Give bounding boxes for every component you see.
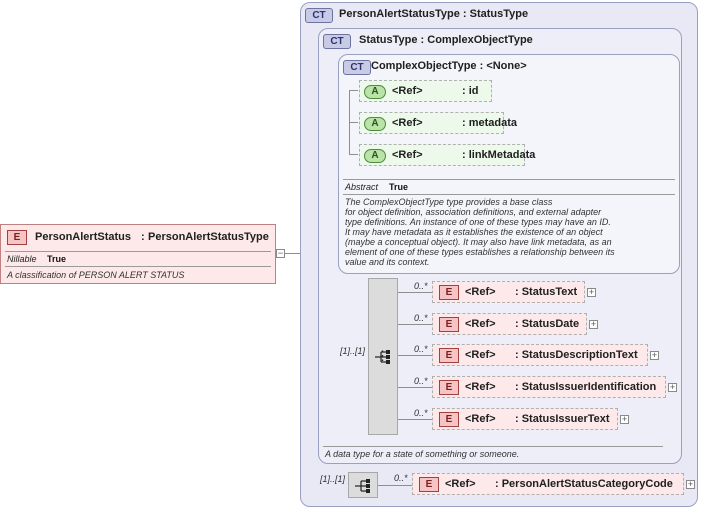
plus-icon[interactable]: + [686,479,695,489]
element-name: : PersonAlertStatusCategoryCode [495,478,673,490]
root-element-name: PersonAlertStatus [35,231,131,243]
status-sequence-compositor[interactable]: ⋮ [368,278,398,435]
attribute-ref: <Ref> [392,149,423,161]
attribute-badge: A [364,117,386,131]
element-badge: E [439,412,459,427]
root-element[interactable]: E PersonAlertStatus : PersonAlertStatusT… [0,224,276,284]
complex-object-description: The ComplexObjectType type provides a ba… [345,197,675,267]
plus-icon[interactable]: + [589,319,598,329]
collapse-root-icon[interactable]: − [276,248,285,258]
root-separator-1 [5,251,271,252]
complex-type-complex-object-type: CT ComplexObjectType : <None> A <Ref> : … [338,54,680,274]
description-line: for object definition, association defin… [345,207,602,217]
root-element-type: PersonAlertStatusType [148,231,269,243]
element-person-alert-status-category-code[interactable]: E <Ref> : PersonAlertStatusCategoryCode [412,473,684,495]
complex-type-label: ComplexObjectType : <None> [371,60,527,72]
connector-attr-id [349,90,358,91]
complex-type-badge: CT [323,34,351,49]
occurrence-label: 0..* [394,473,408,483]
element-name: : StatusIssuerIdentification [515,381,657,393]
element-ref: <Ref> [465,413,496,425]
element-ref: <Ref> [465,286,496,298]
connector-category-code [378,485,412,486]
attribute-id[interactable]: A <Ref> : id [359,80,492,102]
element-status-text[interactable]: E <Ref> : StatusText [432,281,585,303]
connector-attr-link [349,154,358,155]
nillable-value: True [47,254,67,264]
attribute-name: : linkMetadata [462,149,536,161]
element-badge: E [439,317,459,332]
element-name: : StatusDate [515,318,580,330]
connector-status-issuer-text [398,419,432,420]
connector-status-date [398,324,432,325]
occurrence-label: 0..* [414,281,428,291]
element-name: : StatusDescriptionText [515,349,638,361]
attribute-link-metadata[interactable]: A <Ref> : linkMetadata [359,144,535,166]
plus-icon[interactable]: + [650,350,659,360]
element-badge: E [419,477,439,492]
root-separator-2 [5,266,271,267]
connector-attr-metadata [349,122,358,123]
element-ref: <Ref> [465,318,496,330]
abstract-value: True [389,182,409,192]
plus-icon[interactable]: + [587,287,596,297]
description-line: element of one of these types establishe… [345,247,615,257]
complex-object-separator-1 [343,179,675,180]
element-badge: E [7,230,27,245]
complex-type-badge: CT [305,8,333,23]
complex-object-separator-2 [343,194,675,195]
nillable-label: Nillable [7,254,37,264]
description-line: type definitions. An instance of one of … [345,217,611,227]
connector-status-description [398,355,432,356]
complex-type-label: StatusType : ComplexObjectType [359,34,533,46]
status-type-separator [323,446,663,447]
status-type-description: A data type for a state of something or … [325,449,520,459]
element-ref: <Ref> [445,478,476,490]
attribute-metadata[interactable]: A <Ref> : metadata [359,112,517,134]
root-element-type-separator: : [141,231,145,243]
element-badge: E [439,285,459,300]
description-line: (maybe a conceptual object). It may also… [345,237,612,247]
description-line: value and its context. [345,257,430,267]
element-badge: E [439,348,459,363]
complex-type-badge: CT [343,60,371,75]
element-badge: E [439,380,459,395]
outer-sequence-occurrence: [1]..[1] [320,474,346,484]
connector-status-text [398,292,432,293]
connector-root-to-type [276,253,310,254]
plus-icon[interactable]: + [668,382,677,392]
element-status-issuer-text[interactable]: E <Ref> : StatusIssuerText [432,408,618,430]
element-status-date[interactable]: E <Ref> : StatusDate [432,313,587,335]
status-sequence-occurrence: [1]..[1] [340,346,366,356]
occurrence-label: 0..* [414,313,428,323]
attribute-badge: A [364,85,386,99]
outer-sequence-compositor[interactable] [348,472,378,498]
attribute-name: : id [462,85,479,97]
occurrence-label: 0..* [414,344,428,354]
element-status-description-text[interactable]: E <Ref> : StatusDescriptionText [432,344,648,366]
attribute-badge: A [364,149,386,163]
attribute-ref: <Ref> [392,117,423,129]
description-line: It may have metadata as it establishes t… [345,227,603,237]
element-ref: <Ref> [465,381,496,393]
attribute-ref: <Ref> [392,85,423,97]
connector-status-issuer-id [398,387,432,388]
sequence-icon [375,350,390,364]
plus-icon[interactable]: + [620,414,629,424]
occurrence-label: 0..* [414,376,428,386]
abstract-label: Abstract [345,182,379,192]
sequence-icon [355,479,370,493]
complex-type-label: PersonAlertStatusType : StatusType [339,8,529,20]
element-name: : StatusText [515,286,578,298]
description-line: The ComplexObjectType type provides a ba… [345,197,553,207]
occurrence-label: 0..* [414,408,428,418]
attribute-name: : metadata [462,117,518,129]
element-ref: <Ref> [465,349,496,361]
element-name: : StatusIssuerText [515,413,610,425]
element-status-issuer-identification[interactable]: E <Ref> : StatusIssuerIdentification [432,376,666,398]
root-description: A classification of PERSON ALERT STATUS [7,270,185,280]
